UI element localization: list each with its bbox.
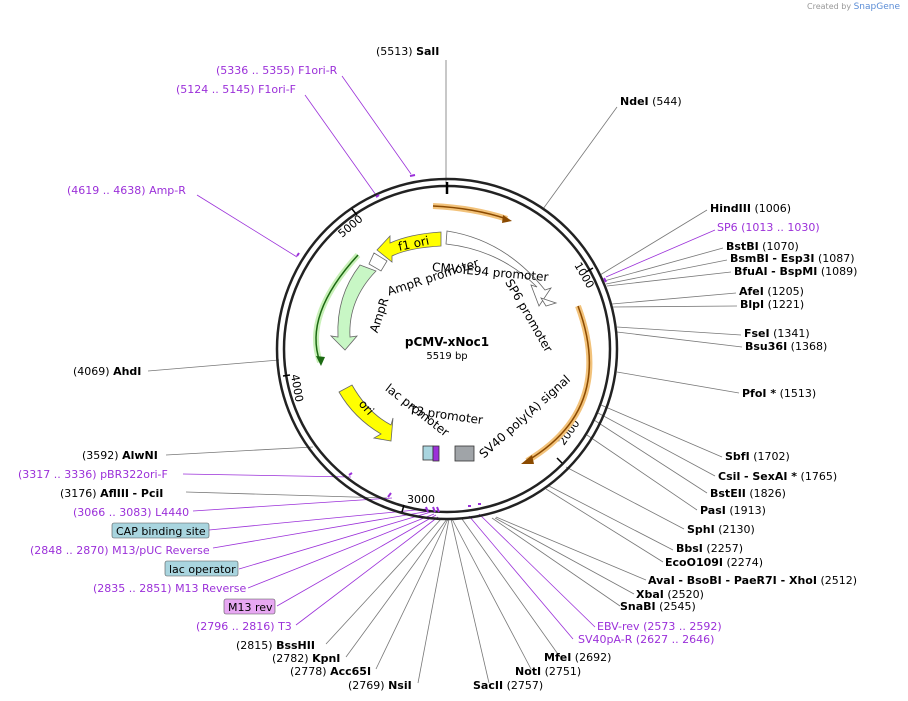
svg-text:SV40pA-R (2627 .. 2646): SV40pA-R (2627 .. 2646) <box>578 633 714 646</box>
svg-text:SnaBI (2545): SnaBI (2545) <box>620 600 696 613</box>
feature-cmv-label: CMV IE94 promoter <box>432 260 549 284</box>
boxed-labels: CAP binding site lac operator M13 rev <box>111 522 276 615</box>
primer-leaders <box>182 75 716 640</box>
f1-ori-arrow <box>376 231 442 263</box>
svg-text:(3066 .. 3083) L4440: (3066 .. 3083) L4440 <box>73 506 189 519</box>
svg-text:BsmBI - Esp3I (1087): BsmBI - Esp3I (1087) <box>730 252 855 265</box>
svg-text:BstBI (1070): BstBI (1070) <box>726 240 799 253</box>
svg-text:SbfI (1702): SbfI (1702) <box>725 450 790 463</box>
svg-text:HindIII (1006): HindIII (1006) <box>710 202 791 215</box>
orange-arcs <box>313 203 593 464</box>
svg-text:(3176) AflIII - PciI: (3176) AflIII - PciI <box>60 487 163 500</box>
svg-text:PasI (1913): PasI (1913) <box>700 504 766 517</box>
svg-text:(3592) AlwNI: (3592) AlwNI <box>82 449 158 462</box>
svg-text:PfoI * (1513): PfoI * (1513) <box>742 387 816 400</box>
svg-text:AfeI (1205): AfeI (1205) <box>739 285 804 298</box>
ticks <box>282 208 594 513</box>
cap-binding-box <box>111 522 210 539</box>
ori-arrow <box>338 384 394 442</box>
svg-text:(2848 .. 2870) M13/pUC Revers: (2848 .. 2870) M13/pUC Reverse <box>30 544 210 557</box>
svg-text:SacII (2757): SacII (2757) <box>473 679 543 692</box>
svg-text:BlpI (1221): BlpI (1221) <box>740 298 804 311</box>
backbone-outer <box>275 177 619 521</box>
svg-text:AvaI - BsoBI - PaeR7I -: AvaI - BsoBI - PaeR7I - XhoI (2512) <box>648 574 857 587</box>
cmv-promoter-arrow <box>445 230 552 307</box>
leader-lines <box>147 60 743 684</box>
svg-text:BstEII (1826): BstEII (1826) <box>710 487 786 500</box>
svg-text:CsiI - SexAI * (1765): CsiI - SexAI * (1765) <box>718 470 837 483</box>
t3-box <box>432 445 440 462</box>
svg-text:(3317 .. 3336) pBR322ori-F: (3317 .. 3336) pBR322ori-F <box>18 468 168 481</box>
svg-text:MfeI (2692): MfeI (2692) <box>544 651 611 664</box>
tick-label: 3000 <box>407 493 435 506</box>
feature-f1-ori-label: f1 ori <box>397 234 431 254</box>
svg-text:NotI (2751): NotI (2751) <box>515 665 581 678</box>
primer-ticks <box>296 174 607 513</box>
svg-text:(5124 .. 5145) F1ori-F: (5124 .. 5145) F1ori-F <box>176 83 296 96</box>
ampr-promoter-box <box>368 252 388 272</box>
svg-text:BfuAI - BspMI (1089): BfuAI - BspMI (1089) <box>734 265 857 278</box>
svg-text:(4069) AhdI: (4069) AhdI <box>73 365 141 378</box>
sv40-box <box>454 445 475 462</box>
sp6-promoter-arrow <box>540 297 558 307</box>
svg-text:BbsI (2257): BbsI (2257) <box>676 542 743 555</box>
svg-text:Bsu36I (1368): Bsu36I (1368) <box>745 340 827 353</box>
lac-region-box <box>422 445 434 461</box>
snapgene-credit: Created by SnapGene <box>807 2 900 12</box>
features <box>329 230 558 462</box>
svg-text:(5336 .. 5355) F1ori-R: (5336 .. 5355) F1ori-R <box>216 64 338 77</box>
tick-label: 4000 <box>288 373 306 403</box>
primer-labels: (5336 .. 5355) F1ori-R (5124 .. 5145) F1… <box>18 64 820 646</box>
svg-text:(2796 .. 2816) T3: (2796 .. 2816) T3 <box>196 620 292 633</box>
svg-text:(2778) Acc65I: (2778) Acc65I <box>290 665 371 678</box>
svg-text:EcoO109I (2274): EcoO109I (2274) <box>665 556 763 569</box>
m13-rev-box <box>223 598 276 615</box>
svg-text:SphI (2130): SphI (2130) <box>687 523 755 536</box>
site-labels: (5513) SalI NdeI (544) HindIII (1006) Bs… <box>60 45 857 692</box>
svg-text:FseI (1341): FseI (1341) <box>744 327 810 340</box>
svg-text:NdeI (544): NdeI (544) <box>620 95 682 108</box>
lac-operator-box <box>164 560 239 577</box>
svg-text:(2782) KpnI: (2782) KpnI <box>272 652 340 665</box>
svg-text:SP6 (1013 .. 1030): SP6 (1013 .. 1030) <box>717 221 820 234</box>
ampr-arrow <box>329 264 377 351</box>
svg-text:EBV-rev (2573 .. 2592): EBV-rev (2573 .. 2592) <box>597 620 722 633</box>
svg-text:(2835 .. 2851) M13 Reverse: (2835 .. 2851) M13 Reverse <box>93 582 246 595</box>
feature-sv40-label: SV40 poly(A) signal <box>477 372 573 461</box>
plasmid-length: 5519 bp <box>426 351 467 362</box>
cap-binding-label: CAP binding site <box>116 525 206 538</box>
feature-ampr-label: AmpR <box>367 296 391 334</box>
m13-rev-label: M13 rev <box>228 601 273 614</box>
svg-text:(5513) SalI: (5513) SalI <box>376 45 439 58</box>
svg-text:XbaI (2520): XbaI (2520) <box>636 588 704 601</box>
svg-text:(2769) NsiI: (2769) NsiI <box>348 679 412 692</box>
lac-operator-label: lac operator <box>169 563 236 576</box>
svg-text:(2815) BssHII: (2815) BssHII <box>236 639 315 652</box>
plasmid-name: pCMV-xNoc1 <box>405 335 489 349</box>
feature-sp6-label: SP6 promoter <box>502 277 555 355</box>
svg-text:(4619 .. 4638) Amp-R: (4619 .. 4638) Amp-R <box>67 184 186 197</box>
